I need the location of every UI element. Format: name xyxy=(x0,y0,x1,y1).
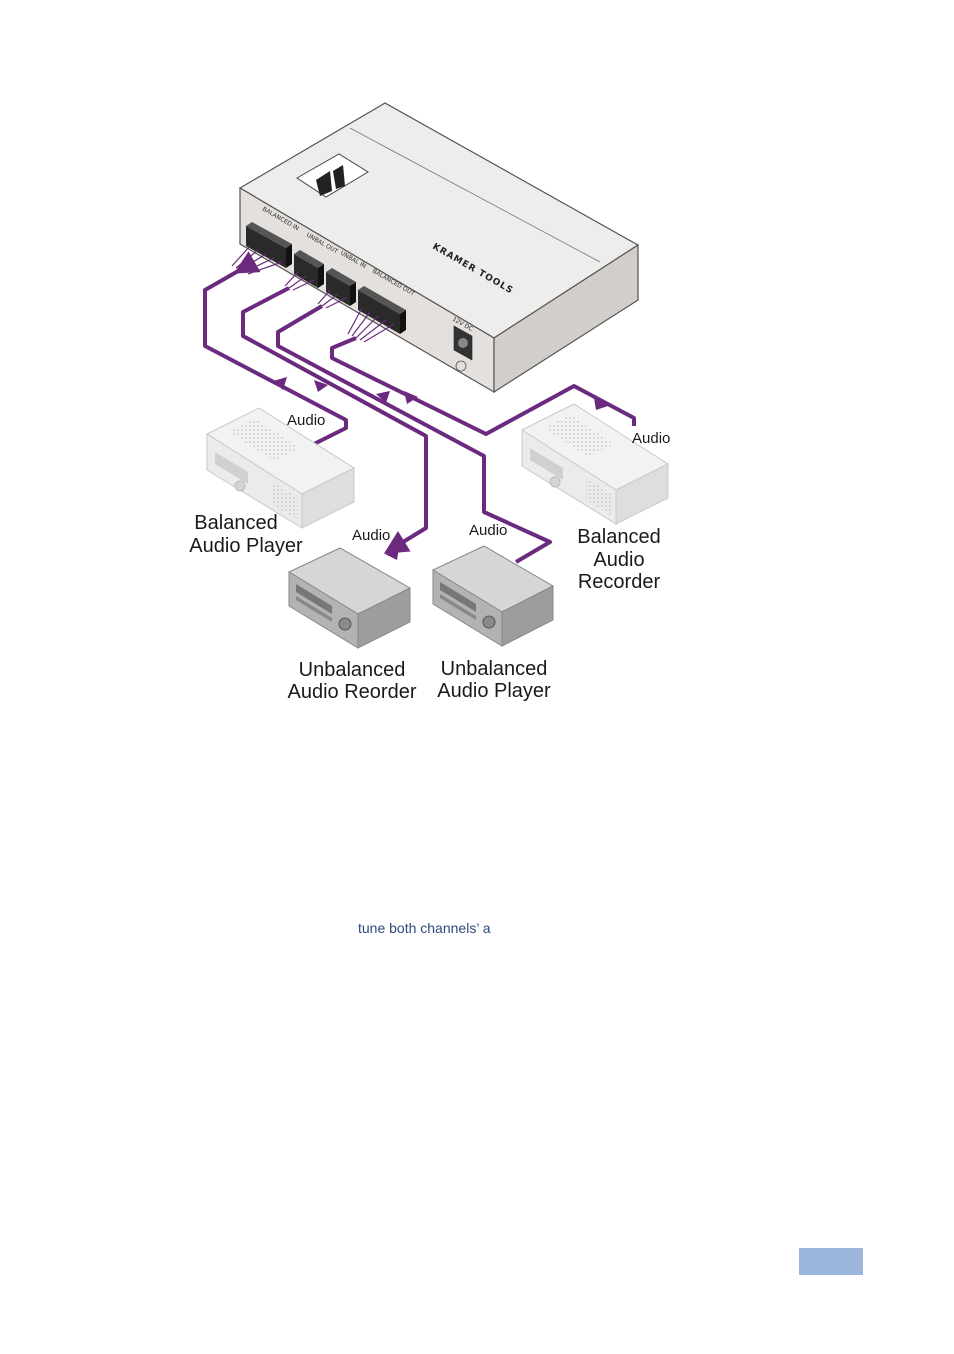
cable-arrows xyxy=(273,377,608,560)
label-line: Audio Reorder xyxy=(288,681,417,703)
kramer-logo-icon xyxy=(296,153,369,198)
label-balanced-audio-player: Balanced Audio Player xyxy=(189,512,303,557)
label-line: Unbalanced xyxy=(441,658,548,680)
label-line: Recorder xyxy=(578,571,661,593)
cable-unbalanced-recorder xyxy=(241,286,428,554)
audio-tag-unbalanced-recorder: Audio xyxy=(352,527,390,544)
kramer-tools-device: KRAMER TOOLS BALANCED IN UNBAL OUT UNBAL… xyxy=(238,102,640,394)
label-line: Unbalanced xyxy=(299,659,406,681)
unbalanced-audio-player-device xyxy=(431,545,555,647)
connection-diagram: KRAMER TOOLS BALANCED IN UNBAL OUT UNBAL… xyxy=(189,102,670,703)
balanced-audio-player-device xyxy=(205,407,356,529)
label-line: Audio Player xyxy=(437,680,551,702)
label-unbalanced-audio-recorder: Unbalanced Audio Reorder xyxy=(288,659,417,703)
label-balanced-audio-recorder: Balanced Audio Recorder xyxy=(577,526,660,593)
connector-balanced-in xyxy=(246,222,292,268)
cable-balanced-recorder xyxy=(330,336,636,436)
page-number-box xyxy=(799,1248,863,1275)
label-line: Balanced xyxy=(577,526,660,548)
label-line: Audio xyxy=(593,549,644,571)
balanced-audio-recorder-device xyxy=(520,403,670,525)
audio-tag-balanced-recorder: Audio xyxy=(632,430,670,447)
label-unbalanced-audio-player: Unbalanced Audio Player xyxy=(437,658,551,702)
audio-tag-balanced-player: Audio xyxy=(287,412,325,429)
label-line: Balanced xyxy=(194,512,277,534)
connector-unbal-out xyxy=(294,250,324,288)
connector-unbal-in xyxy=(326,268,356,306)
caption-text: tune both channels’ a xyxy=(358,920,491,936)
audio-tag-unbalanced-player: Audio xyxy=(469,522,507,539)
cable-unbalanced-player xyxy=(276,304,552,564)
label-line: Audio Player xyxy=(189,535,303,557)
connector-balanced-out xyxy=(358,286,406,334)
unbalanced-audio-recorder-device xyxy=(287,547,412,649)
